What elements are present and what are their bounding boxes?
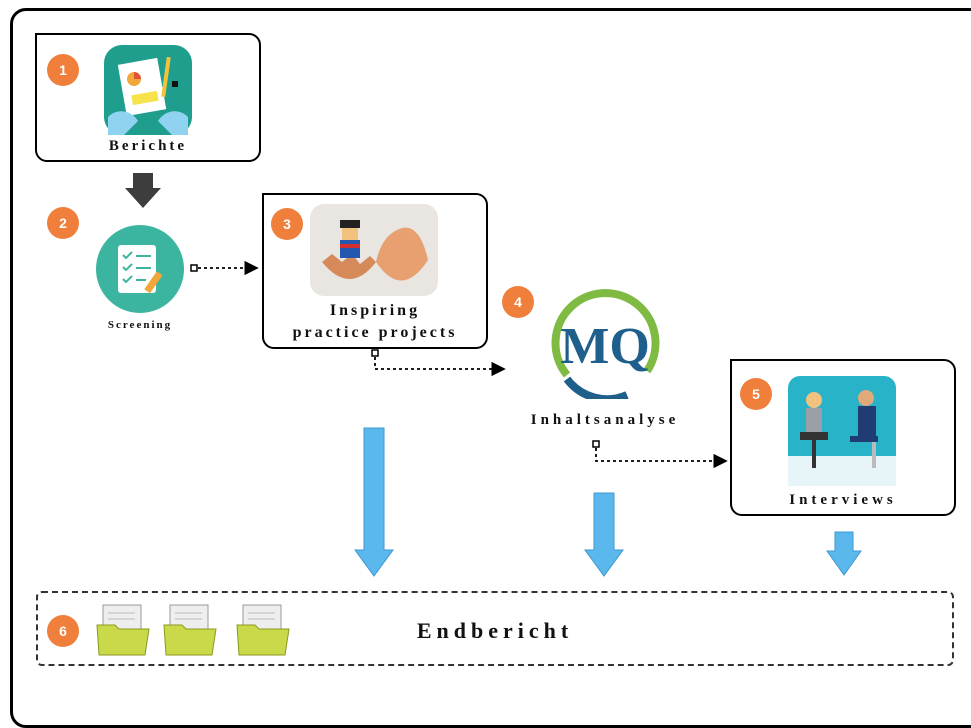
interview-image	[788, 376, 896, 486]
step-1-label: Berichte	[108, 138, 188, 154]
mq-logo-text: MQ	[560, 318, 650, 375]
step-3-label-line1: Inspiring	[329, 302, 421, 319]
superhero-eggshell-image	[310, 204, 438, 296]
step-3-badge: 3	[271, 208, 303, 240]
mq-logo-icon: MQ	[547, 283, 663, 404]
step-2-badge: 2	[47, 207, 79, 239]
folder-icon	[95, 603, 151, 657]
step-5-badge: 5	[740, 378, 772, 410]
step-6-badge: 6	[47, 615, 79, 647]
step-4-badge: 4	[502, 286, 534, 318]
step-4-label: Inhaltsanalyse	[530, 412, 680, 428]
step-3-label-line2: practice projects	[292, 324, 458, 341]
step-2-label: Screening	[107, 319, 173, 331]
step-6-box	[36, 591, 954, 666]
checklist-icon	[96, 225, 184, 313]
report-icon	[104, 45, 192, 135]
step-6-label: Endbericht	[416, 618, 574, 643]
step-5-label: Interviews	[789, 492, 897, 508]
folder-icon	[162, 603, 218, 657]
step-1-badge: 1	[47, 54, 79, 86]
folder-icon	[235, 603, 291, 657]
